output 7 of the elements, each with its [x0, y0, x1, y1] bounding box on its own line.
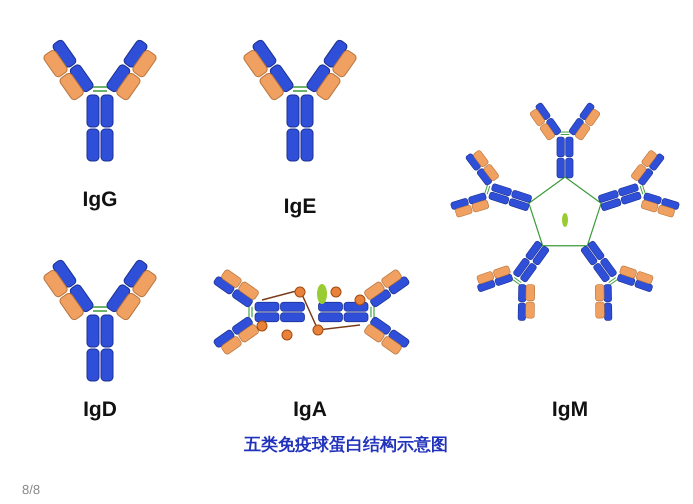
antibody-label: IgD	[83, 398, 117, 422]
antibody-label: IgM	[552, 398, 588, 422]
antibody-label: IgG	[82, 188, 118, 212]
antibody-label: IgA	[293, 398, 327, 422]
page-counter: 8/8	[22, 482, 40, 497]
antibody-label: IgE	[284, 195, 316, 219]
caption: 五类免疫球蛋白结构示意图	[244, 434, 448, 456]
